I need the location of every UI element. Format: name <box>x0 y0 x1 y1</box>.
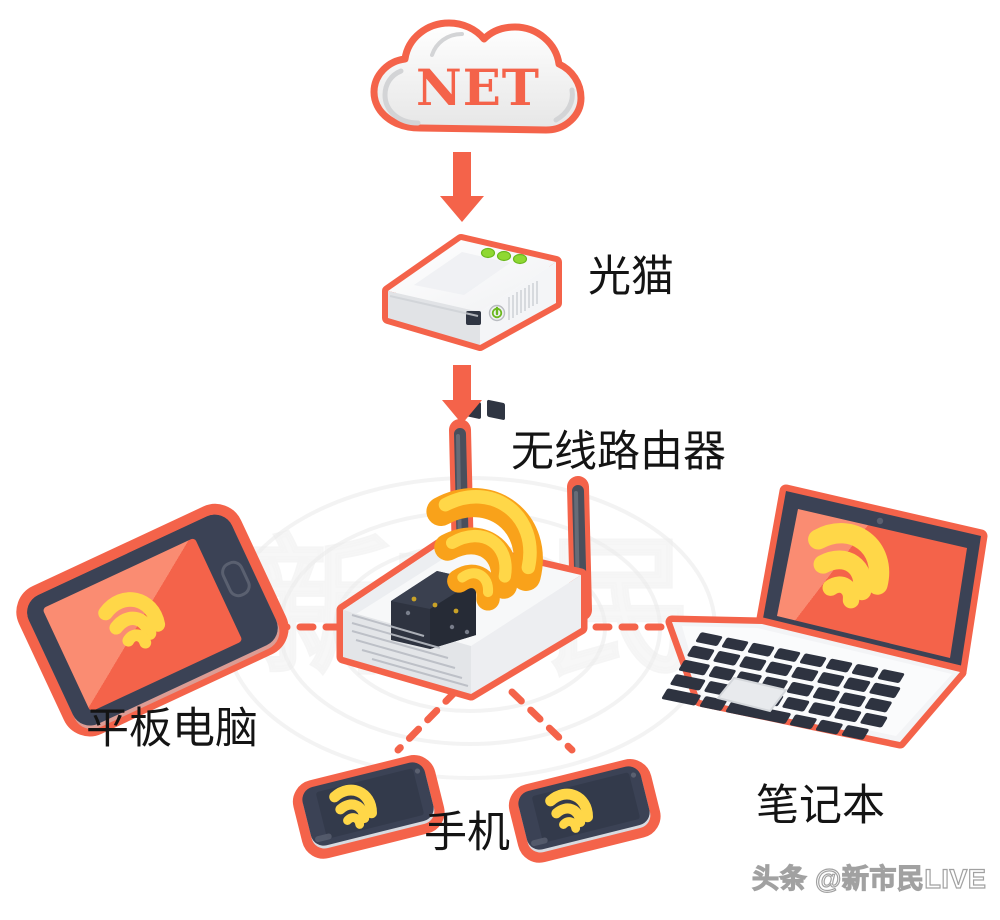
laptop-device <box>661 484 988 749</box>
internet-cloud: NET <box>370 19 585 134</box>
arrow-modem-to-router <box>442 365 482 424</box>
phone-right-wifi-icon <box>545 788 593 833</box>
laptop-keyboard <box>661 632 905 740</box>
optical-modem <box>382 234 562 420</box>
phone-left <box>292 755 445 859</box>
arrow-cloud-to-modem <box>440 152 484 222</box>
label-smartphone: 手机 <box>424 809 510 857</box>
laptop-trackpad <box>716 676 788 713</box>
link-router-phone-right <box>508 688 576 754</box>
label-tablet: 平板电脑 <box>86 705 258 753</box>
wireless-router <box>336 419 592 701</box>
laptop-wifi-icon <box>808 523 890 609</box>
modem-led-3 <box>512 253 528 265</box>
label-laptop: 笔记本 <box>756 782 885 830</box>
phone-right <box>508 759 661 863</box>
watermark-signature: 头条 @新市民LIVE <box>751 863 987 894</box>
phone-left-wifi-icon <box>329 784 377 829</box>
label-optical-modem: 光猫 <box>588 253 674 301</box>
link-router-phone-left <box>394 688 459 754</box>
tablet-device <box>16 503 289 737</box>
modem-port-lan-2 <box>487 399 505 420</box>
tablet-wifi-icon <box>98 592 166 649</box>
laptop-webcam <box>876 517 884 525</box>
label-wireless-router: 无线路由器 <box>511 428 726 476</box>
router-vents <box>351 614 469 687</box>
router-wifi-icon <box>426 488 543 611</box>
modem-led-2 <box>496 250 512 262</box>
cloud-label: NET <box>416 58 540 117</box>
modem-led-1 <box>480 247 496 259</box>
